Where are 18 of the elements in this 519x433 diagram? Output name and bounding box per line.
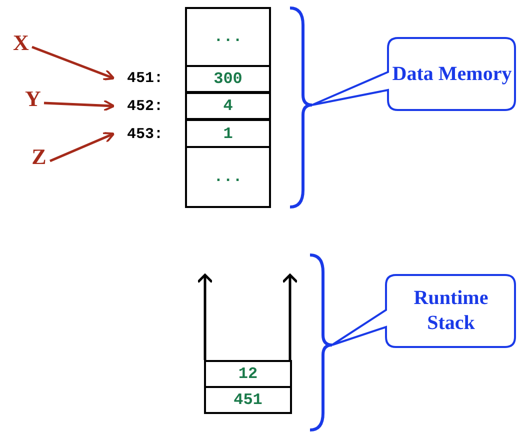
memory-cell: 4 [185,92,271,120]
variable-name: Z [28,144,50,170]
memory-address: 451: [115,68,175,88]
memory-cell: ... [185,7,271,67]
memory-address: 453: [115,124,175,144]
callout-text: Data Memory [392,42,512,106]
arrow [50,132,115,162]
memory-cell: ... [185,146,271,208]
memory-cell: 300 [185,65,271,93]
memory-cell: 1 [185,119,271,148]
variable-name: Y [22,86,44,112]
arrow [32,46,115,80]
memory-address: 452: [115,96,175,116]
stack-cell: 12 [204,360,292,388]
stack-cell: 451 [204,386,292,414]
callout-text: Runtime Stack [390,279,512,343]
variable-name: X [10,30,32,56]
arrow [44,100,115,112]
